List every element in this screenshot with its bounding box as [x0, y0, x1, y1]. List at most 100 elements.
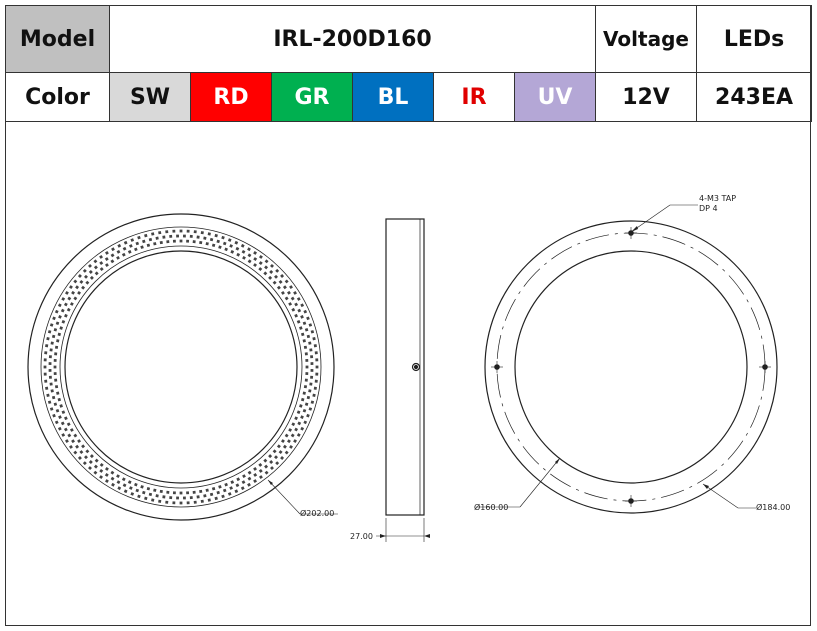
- led-chip: [61, 433, 66, 437]
- led-chip: [284, 296, 289, 301]
- led-chip: [130, 238, 135, 242]
- led-chip: [193, 500, 197, 504]
- led-chip: [313, 344, 317, 348]
- led-chip: [304, 402, 309, 406]
- led-chip: [222, 241, 227, 246]
- led-chip: [89, 454, 94, 459]
- led-chip: [205, 488, 209, 492]
- led-chip: [43, 358, 47, 362]
- led-chip: [172, 501, 176, 505]
- led-chip: [300, 332, 305, 337]
- led-chip: [99, 468, 104, 473]
- led-chip: [216, 239, 220, 244]
- led-chip: [300, 397, 305, 402]
- led-chip: [94, 458, 99, 463]
- led-chip: [71, 439, 75, 444]
- led-chip: [258, 267, 263, 272]
- led-chip: [224, 482, 228, 487]
- front-leader-arrow: [268, 480, 273, 485]
- led-chip: [242, 474, 246, 479]
- led-chip: [214, 496, 218, 501]
- led-chip: [296, 297, 301, 301]
- led-chip: [287, 290, 291, 295]
- led-chip: [207, 232, 211, 236]
- led-chip: [280, 456, 285, 460]
- tap-note-line1: 4-M3 TAP: [699, 194, 736, 203]
- led-chip: [54, 352, 58, 356]
- led-chip: [253, 263, 258, 268]
- led-chip: [264, 265, 269, 270]
- led-chip: [93, 265, 98, 270]
- front-outer-ring: [27, 213, 335, 521]
- led-chip: [137, 235, 141, 240]
- led-chip: [264, 470, 269, 475]
- led-chip: [54, 345, 59, 349]
- led-chip: [99, 255, 104, 259]
- led-chip: [269, 270, 274, 274]
- led-chip: [144, 496, 148, 501]
- led-chip: [189, 496, 193, 500]
- led-chip: [258, 261, 263, 266]
- led-chip: [85, 280, 90, 285]
- led-chip: [269, 460, 274, 464]
- led-chip: [294, 416, 298, 421]
- led-chip: [99, 462, 104, 467]
- led-chip: [303, 345, 308, 349]
- led-chip: [52, 316, 56, 321]
- led-chip: [75, 444, 80, 449]
- led-chip: [93, 464, 98, 469]
- led-chip: [49, 323, 54, 327]
- side-dim-arrow-left: [380, 534, 386, 538]
- led-chip: [287, 439, 291, 444]
- led-chip: [234, 240, 239, 245]
- led-chip: [159, 240, 163, 245]
- leds-label: LEDs: [696, 5, 813, 73]
- leds-value: 243EA: [696, 72, 813, 122]
- rear-outer-ring: [484, 220, 778, 514]
- led-chip: [236, 252, 241, 257]
- led-chip: [127, 480, 132, 484]
- led-chip: [146, 486, 151, 491]
- led-chip: [186, 229, 190, 233]
- led-chip: [155, 236, 159, 240]
- led-chip: [253, 479, 258, 483]
- led-chip: [221, 494, 225, 499]
- led-chip: [172, 229, 176, 233]
- led-chip: [135, 488, 140, 493]
- led-chip: [308, 389, 312, 393]
- led-chip: [88, 460, 93, 464]
- led-chip: [64, 313, 68, 318]
- led-chip: [306, 413, 310, 418]
- led-chip: [179, 229, 183, 233]
- led-chip: [253, 257, 258, 261]
- led-chip: [289, 444, 293, 449]
- led-chip: [224, 247, 228, 252]
- led-chip: [57, 397, 62, 402]
- led-chip: [306, 316, 310, 321]
- led-chip: [303, 309, 308, 314]
- led-chip: [116, 474, 120, 479]
- led-chip: [79, 450, 84, 455]
- led-chip: [110, 470, 115, 475]
- led-chip: [65, 439, 69, 444]
- led-chip: [73, 296, 78, 301]
- led-chip: [289, 285, 293, 290]
- led-chip: [310, 355, 314, 359]
- led-chip: [182, 496, 186, 500]
- led-chip: [140, 485, 144, 489]
- led-chip: [104, 479, 109, 483]
- led-chip: [310, 330, 315, 334]
- led-chip: [55, 408, 60, 413]
- led-chip: [290, 433, 295, 438]
- led-chip: [297, 421, 302, 426]
- led-chip: [304, 378, 308, 382]
- led-chip: [63, 427, 68, 432]
- led-chip: [61, 320, 66, 324]
- color-swatch-bl: BL: [352, 72, 434, 122]
- led-chip: [50, 341, 54, 345]
- led-chip: [264, 464, 269, 469]
- led-chip: [309, 348, 313, 352]
- led-chip: [172, 239, 176, 243]
- led-chip: [166, 240, 170, 244]
- led-chip: [272, 449, 277, 454]
